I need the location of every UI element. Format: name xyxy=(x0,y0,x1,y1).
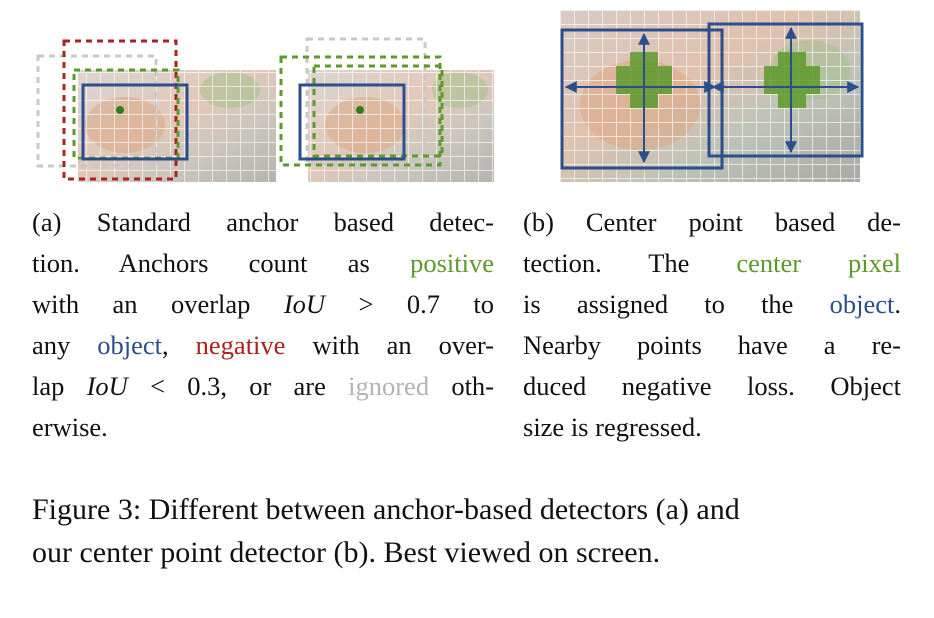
caption-line: tion. Anchors count as positive xyxy=(32,243,494,284)
center-pixel-label: center pixel xyxy=(736,248,901,278)
object-box xyxy=(560,28,724,170)
ignored-anchor-box xyxy=(36,54,158,168)
object-box xyxy=(298,83,406,161)
caption-text: . xyxy=(894,289,901,319)
caption-line: (a) Standard anchor based detec- xyxy=(32,202,494,243)
center-point-diagram xyxy=(560,10,864,182)
caption-text: with an over- xyxy=(285,330,494,360)
caption-text: duced negative loss. Object xyxy=(523,371,901,401)
iou-symbol: IoU xyxy=(283,289,326,319)
positive-anchor-box xyxy=(312,64,444,158)
anchor-diagram xyxy=(36,37,494,182)
negative-label: negative xyxy=(195,330,286,360)
caption-text: Nearby points have a re- xyxy=(523,330,901,360)
object-center-dot xyxy=(116,106,124,114)
caption-text: is assigned to the xyxy=(523,289,830,319)
caption-text: (a) Standard anchor based detec- xyxy=(32,207,494,237)
caption-text: tection. The xyxy=(523,248,737,278)
caption-line: Nearby points have a re- xyxy=(523,325,901,366)
ignored-label: ignored xyxy=(348,371,430,401)
panel-a-illustration xyxy=(30,30,500,190)
subcaption-a: (a) Standard anchor based detec- tion. A… xyxy=(32,202,494,448)
caption-text: > 0.7 to xyxy=(325,289,494,319)
object-label: object xyxy=(97,330,163,360)
object-center-dot xyxy=(356,106,364,114)
panel-b-illustration xyxy=(560,10,870,186)
caption-text: oth- xyxy=(429,371,494,401)
caption-line: size is regressed. xyxy=(523,407,901,448)
caption-text: any xyxy=(32,330,98,360)
positive-label: positive xyxy=(410,248,494,278)
caption-text: < 0.3, or are xyxy=(127,371,349,401)
object-box xyxy=(81,83,189,161)
caption-text: size is regressed. xyxy=(523,412,702,442)
iou-symbol: IoU xyxy=(86,371,128,401)
caption-text: erwise. xyxy=(32,412,108,442)
caption-text: with an overlap xyxy=(32,289,284,319)
caption-text: (b) Center point based de- xyxy=(523,207,901,237)
figure-caption-line: our center point detector (b). Best view… xyxy=(32,536,661,569)
figure-caption: Figure 3: Different between anchor-based… xyxy=(32,488,912,574)
object-label: object xyxy=(829,289,895,319)
caption-text: lap xyxy=(32,371,87,401)
caption-line: tection. The center pixel xyxy=(523,243,901,284)
subcaption-b: (b) Center point based de- tection. The … xyxy=(523,202,901,448)
caption-line: lap IoU < 0.3, or are ignored oth- xyxy=(32,366,494,407)
caption-line: with an overlap IoU > 0.7 to xyxy=(32,284,494,325)
positive-anchor-box xyxy=(279,55,442,167)
caption-line: is assigned to the object. xyxy=(523,284,901,325)
caption-line: (b) Center point based de- xyxy=(523,202,901,243)
caption-line: any object, negative with an over- xyxy=(32,325,494,366)
caption-text: , xyxy=(162,330,196,360)
caption-line: duced negative loss. Object xyxy=(523,366,901,407)
caption-text: tion. Anchors count as xyxy=(32,248,411,278)
caption-line: erwise. xyxy=(32,407,494,448)
figure-caption-line: Figure 3: Different between anchor-based… xyxy=(32,493,740,526)
negative-anchor-box xyxy=(62,39,178,181)
